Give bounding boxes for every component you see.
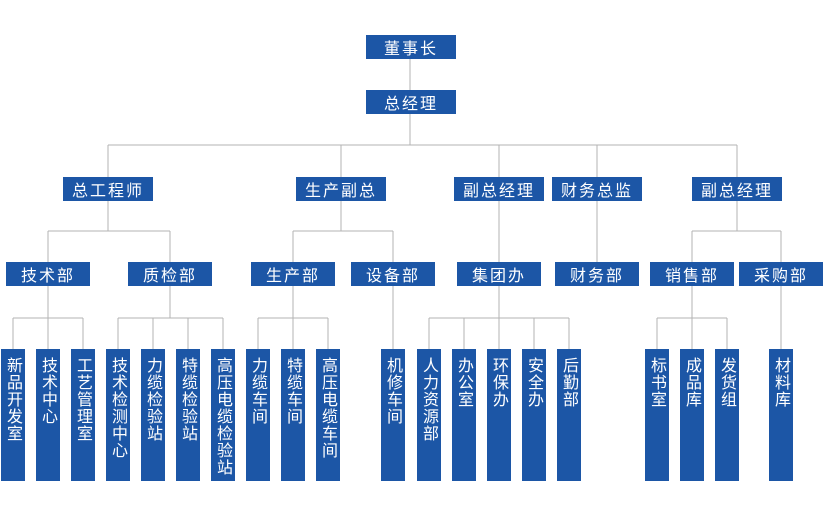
node-label: 环保办 [490, 357, 509, 408]
node-environment-office: 环保办 [487, 349, 511, 481]
node-label: 特缆检验站 [179, 357, 198, 442]
node-power-cable-workshop: 力缆车间 [246, 349, 270, 481]
node-safety-office: 安全办 [522, 349, 546, 481]
node-production-dept: 生产部 [251, 262, 335, 286]
node-maintenance-workshop: 机修车间 [381, 349, 405, 481]
node-label: 后勤部 [560, 357, 579, 408]
node-special-cable-workshop: 特缆车间 [281, 349, 305, 481]
node-label: 高压电缆车间 [319, 357, 338, 459]
node-sales-dept: 销售部 [650, 262, 734, 286]
node-finance-dept: 财务部 [555, 262, 639, 286]
node-hr-dept: 人力资源部 [417, 349, 441, 481]
node-label: 工艺管理室 [74, 357, 93, 442]
node-label: 技术检测中心 [109, 357, 128, 459]
node-bid-room: 标书室 [645, 349, 669, 481]
node-hv-cable-station: 高压电缆检验站 [211, 349, 235, 481]
node-process-room: 工艺管理室 [71, 349, 95, 481]
node-general-manager: 总经理 [366, 90, 456, 114]
node-finished-goods-warehouse: 成品库 [680, 349, 704, 481]
node-chairman: 董事长 [366, 35, 456, 59]
node-label: 发货组 [718, 357, 737, 408]
node-power-cable-station: 力缆检验站 [141, 349, 165, 481]
node-vice-gm-1: 副总经理 [454, 177, 544, 201]
node-label: 新品开发室 [4, 357, 23, 442]
node-label: 特缆车间 [284, 357, 303, 425]
node-label: 成品库 [683, 357, 702, 408]
node-label: 人力资源部 [420, 357, 439, 442]
node-logistics-dept: 后勤部 [557, 349, 581, 481]
node-office: 办公室 [452, 349, 476, 481]
node-chief-engineer: 总工程师 [63, 177, 153, 201]
node-tech-center: 技术中心 [36, 349, 60, 481]
node-label: 力缆车间 [249, 357, 268, 425]
node-qc-dept: 质检部 [128, 262, 212, 286]
node-label: 机修车间 [384, 357, 403, 425]
node-new-product-room: 新品开发室 [1, 349, 25, 481]
node-vice-gm-2: 副总经理 [692, 177, 782, 201]
node-label: 力缆检验站 [144, 357, 163, 442]
node-group-office: 集团办 [457, 262, 541, 286]
node-label: 标书室 [648, 357, 667, 408]
node-label: 高压电缆检验站 [214, 357, 233, 476]
node-material-store: 材料库 [769, 349, 793, 481]
node-tech-dept: 技术部 [6, 262, 90, 286]
node-shipping-group: 发货组 [715, 349, 739, 481]
node-cfo: 财务总监 [552, 177, 642, 201]
node-label: 安全办 [525, 357, 544, 408]
node-label: 材料库 [772, 357, 791, 408]
node-production-vp: 生产副总 [296, 177, 386, 201]
node-equipment-dept: 设备部 [351, 262, 435, 286]
node-label: 技术中心 [39, 357, 58, 425]
node-test-center: 技术检测中心 [106, 349, 130, 481]
node-hv-cable-workshop: 高压电缆车间 [316, 349, 340, 481]
node-purchase-dept: 采购部 [739, 262, 823, 286]
node-label: 办公室 [455, 357, 474, 408]
node-special-cable-station: 特缆检验站 [176, 349, 200, 481]
